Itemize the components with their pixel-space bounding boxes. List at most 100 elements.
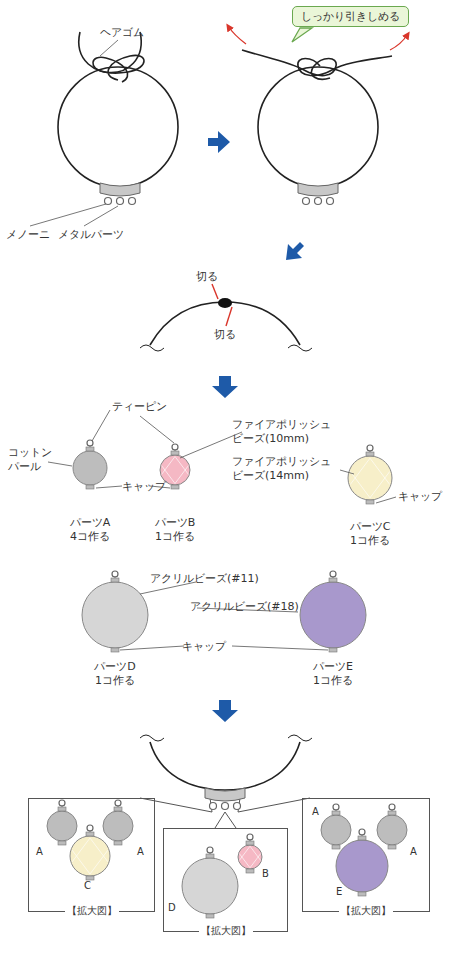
- bead: [321, 815, 351, 845]
- metal-ring: [129, 198, 136, 205]
- drawing-part: [72, 838, 108, 874]
- part-name: キャップ: [398, 490, 442, 504]
- pin-loop: [333, 804, 339, 810]
- leader-line: [232, 646, 328, 650]
- bead-cap: [58, 807, 66, 811]
- part-letter: B: [262, 868, 269, 881]
- part-letter: E: [336, 886, 342, 899]
- zoom-caption: 【拡大図】: [339, 905, 393, 917]
- callout-box: しっかり引きしめる: [292, 6, 409, 27]
- facet: [162, 457, 189, 475]
- part-letter: A: [312, 806, 319, 819]
- elastic-strand: [93, 32, 141, 82]
- drawing-part: [47, 183, 407, 918]
- bead: [238, 845, 262, 869]
- hair-elastic: [258, 67, 378, 187]
- bead-cap: [86, 876, 94, 880]
- facet: [72, 850, 108, 874]
- zoom-wedge: [140, 798, 212, 812]
- part-name: ファイアポリッシュ ビーズ(14mm): [232, 455, 344, 483]
- step-arrow: [208, 131, 230, 153]
- bead-cap: [114, 841, 122, 845]
- part-name: メノーニ: [6, 228, 50, 242]
- bead-cap: [246, 869, 254, 873]
- bead-cap: [86, 485, 94, 489]
- leader-line: [340, 470, 354, 474]
- pin-loop: [172, 444, 178, 450]
- pin-loop: [112, 571, 118, 577]
- bead: [182, 858, 238, 914]
- metal-part: [100, 183, 140, 196]
- bead-cap: [111, 648, 119, 652]
- facet: [350, 458, 390, 484]
- bead: [82, 582, 148, 648]
- leader-line: [376, 497, 396, 503]
- drawing-part: [30, 40, 396, 650]
- zoom-box: 【拡大図】: [28, 798, 155, 912]
- bead-cap: [388, 811, 396, 815]
- bead-cap: [206, 854, 214, 858]
- bead: [300, 582, 366, 648]
- leader-line: [140, 416, 174, 443]
- step-arrow: [286, 242, 304, 260]
- bead: [47, 811, 77, 841]
- bead: [377, 815, 407, 845]
- facet: [72, 838, 108, 862]
- step-arrow: [212, 376, 238, 398]
- pin-loop: [359, 829, 365, 835]
- bead-cap: [246, 841, 254, 845]
- bead-cap: [114, 807, 122, 811]
- part-name: ファイアポリッシュ ビーズ(10mm): [232, 418, 344, 446]
- bead-cap: [332, 811, 340, 815]
- leader-line: [120, 646, 184, 650]
- metal-ring: [234, 803, 241, 810]
- cut-line: [212, 284, 218, 299]
- bead-cap: [86, 832, 94, 836]
- bead-cap: [329, 648, 337, 652]
- pin-loop: [367, 445, 373, 451]
- break-mark: [288, 735, 312, 741]
- leader-line: [100, 40, 118, 56]
- bead: [348, 456, 392, 500]
- part-letter: C: [84, 880, 91, 893]
- bead-cap: [329, 578, 337, 582]
- bead-cap: [111, 578, 119, 582]
- elastic-label: ヘアゴム: [100, 26, 144, 40]
- bead-cap: [358, 892, 366, 896]
- pull-arrow: [228, 26, 246, 44]
- elastic-arc: [150, 742, 300, 790]
- part-name: アクリルビーズ(#11): [150, 572, 259, 586]
- bead: [336, 840, 388, 892]
- drawing-part: [58, 32, 392, 790]
- metal-ring: [117, 198, 124, 205]
- break-mark: [288, 345, 312, 351]
- bead-cap: [388, 845, 396, 849]
- callout-text: しっかり引きしめる: [301, 10, 400, 23]
- part-letter: A: [137, 846, 144, 859]
- metal-ring: [210, 803, 217, 810]
- part-letter: A: [36, 846, 43, 859]
- bead-cap: [366, 500, 374, 504]
- callout-pointer: [292, 28, 312, 42]
- pin-loop: [87, 825, 93, 831]
- bead: [73, 451, 107, 485]
- metal-part: [298, 183, 338, 196]
- part-name: ティーピン: [112, 400, 167, 414]
- leader-line: [92, 410, 110, 441]
- pin-loop: [389, 804, 395, 810]
- pin-loop: [330, 571, 336, 577]
- break-mark: [140, 345, 164, 351]
- zoom-box: 【拡大図】: [163, 828, 288, 932]
- metal-ring: [105, 198, 112, 205]
- metal-ring: [303, 198, 310, 205]
- part-caption: パーツE 1コ作る: [302, 660, 364, 688]
- elastic-arc: [150, 302, 300, 345]
- bead-cap: [206, 914, 214, 918]
- leader-line: [84, 206, 118, 226]
- leader-line: [96, 486, 122, 488]
- part-letter: D: [168, 902, 176, 915]
- zoom-wedge: [215, 812, 236, 828]
- part-caption: パーツA 4コ作る: [59, 516, 121, 544]
- part-name: メタルパーツ: [58, 228, 124, 242]
